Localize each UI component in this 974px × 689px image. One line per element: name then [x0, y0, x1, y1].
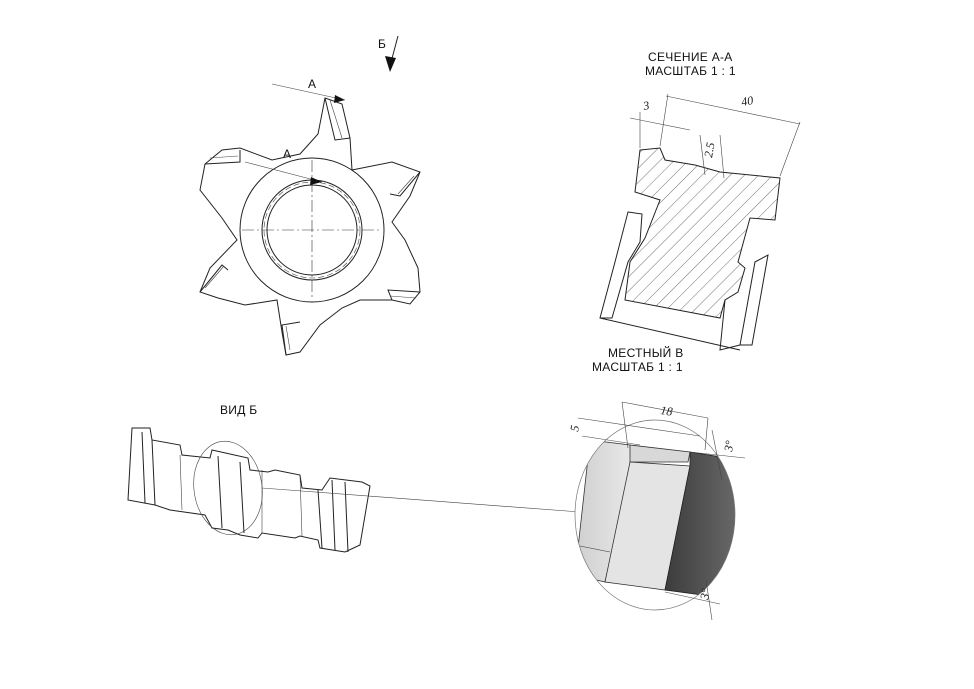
dim-section-step: 3: [641, 98, 650, 113]
dim-section-width: 40: [740, 93, 754, 109]
section-arrow-label-top: А: [308, 77, 317, 91]
section-scale: МАСШТАБ 1 : 1: [645, 64, 736, 78]
dim-detail-width: 18: [660, 403, 674, 419]
view-b: [127, 427, 581, 553]
section-title: СЕЧЕНИЕ А-А: [648, 50, 733, 64]
view-b-title: ВИД Б: [220, 403, 258, 417]
local-view-title: МЕСТНЫЙ В: [608, 346, 684, 360]
section-arrow-label-mid: А: [283, 147, 292, 161]
local-view-detail: 18 5 3° 3°: [567, 401, 746, 621]
view-arrow-b: [385, 35, 399, 72]
dim-detail-angle-bottom: 3°: [697, 587, 713, 601]
view-b-arrow-label: Б: [378, 37, 387, 51]
cutter-main-view: [199, 83, 421, 356]
section-a-a: 40 3 2.5: [599, 93, 801, 351]
dim-detail-angle-top: 3°: [721, 439, 737, 453]
dim-section-depth: 2.5: [701, 141, 717, 158]
dim-detail-height: 5: [567, 424, 582, 432]
local-view-scale: МАСШТАБ 1 : 1: [592, 360, 683, 374]
